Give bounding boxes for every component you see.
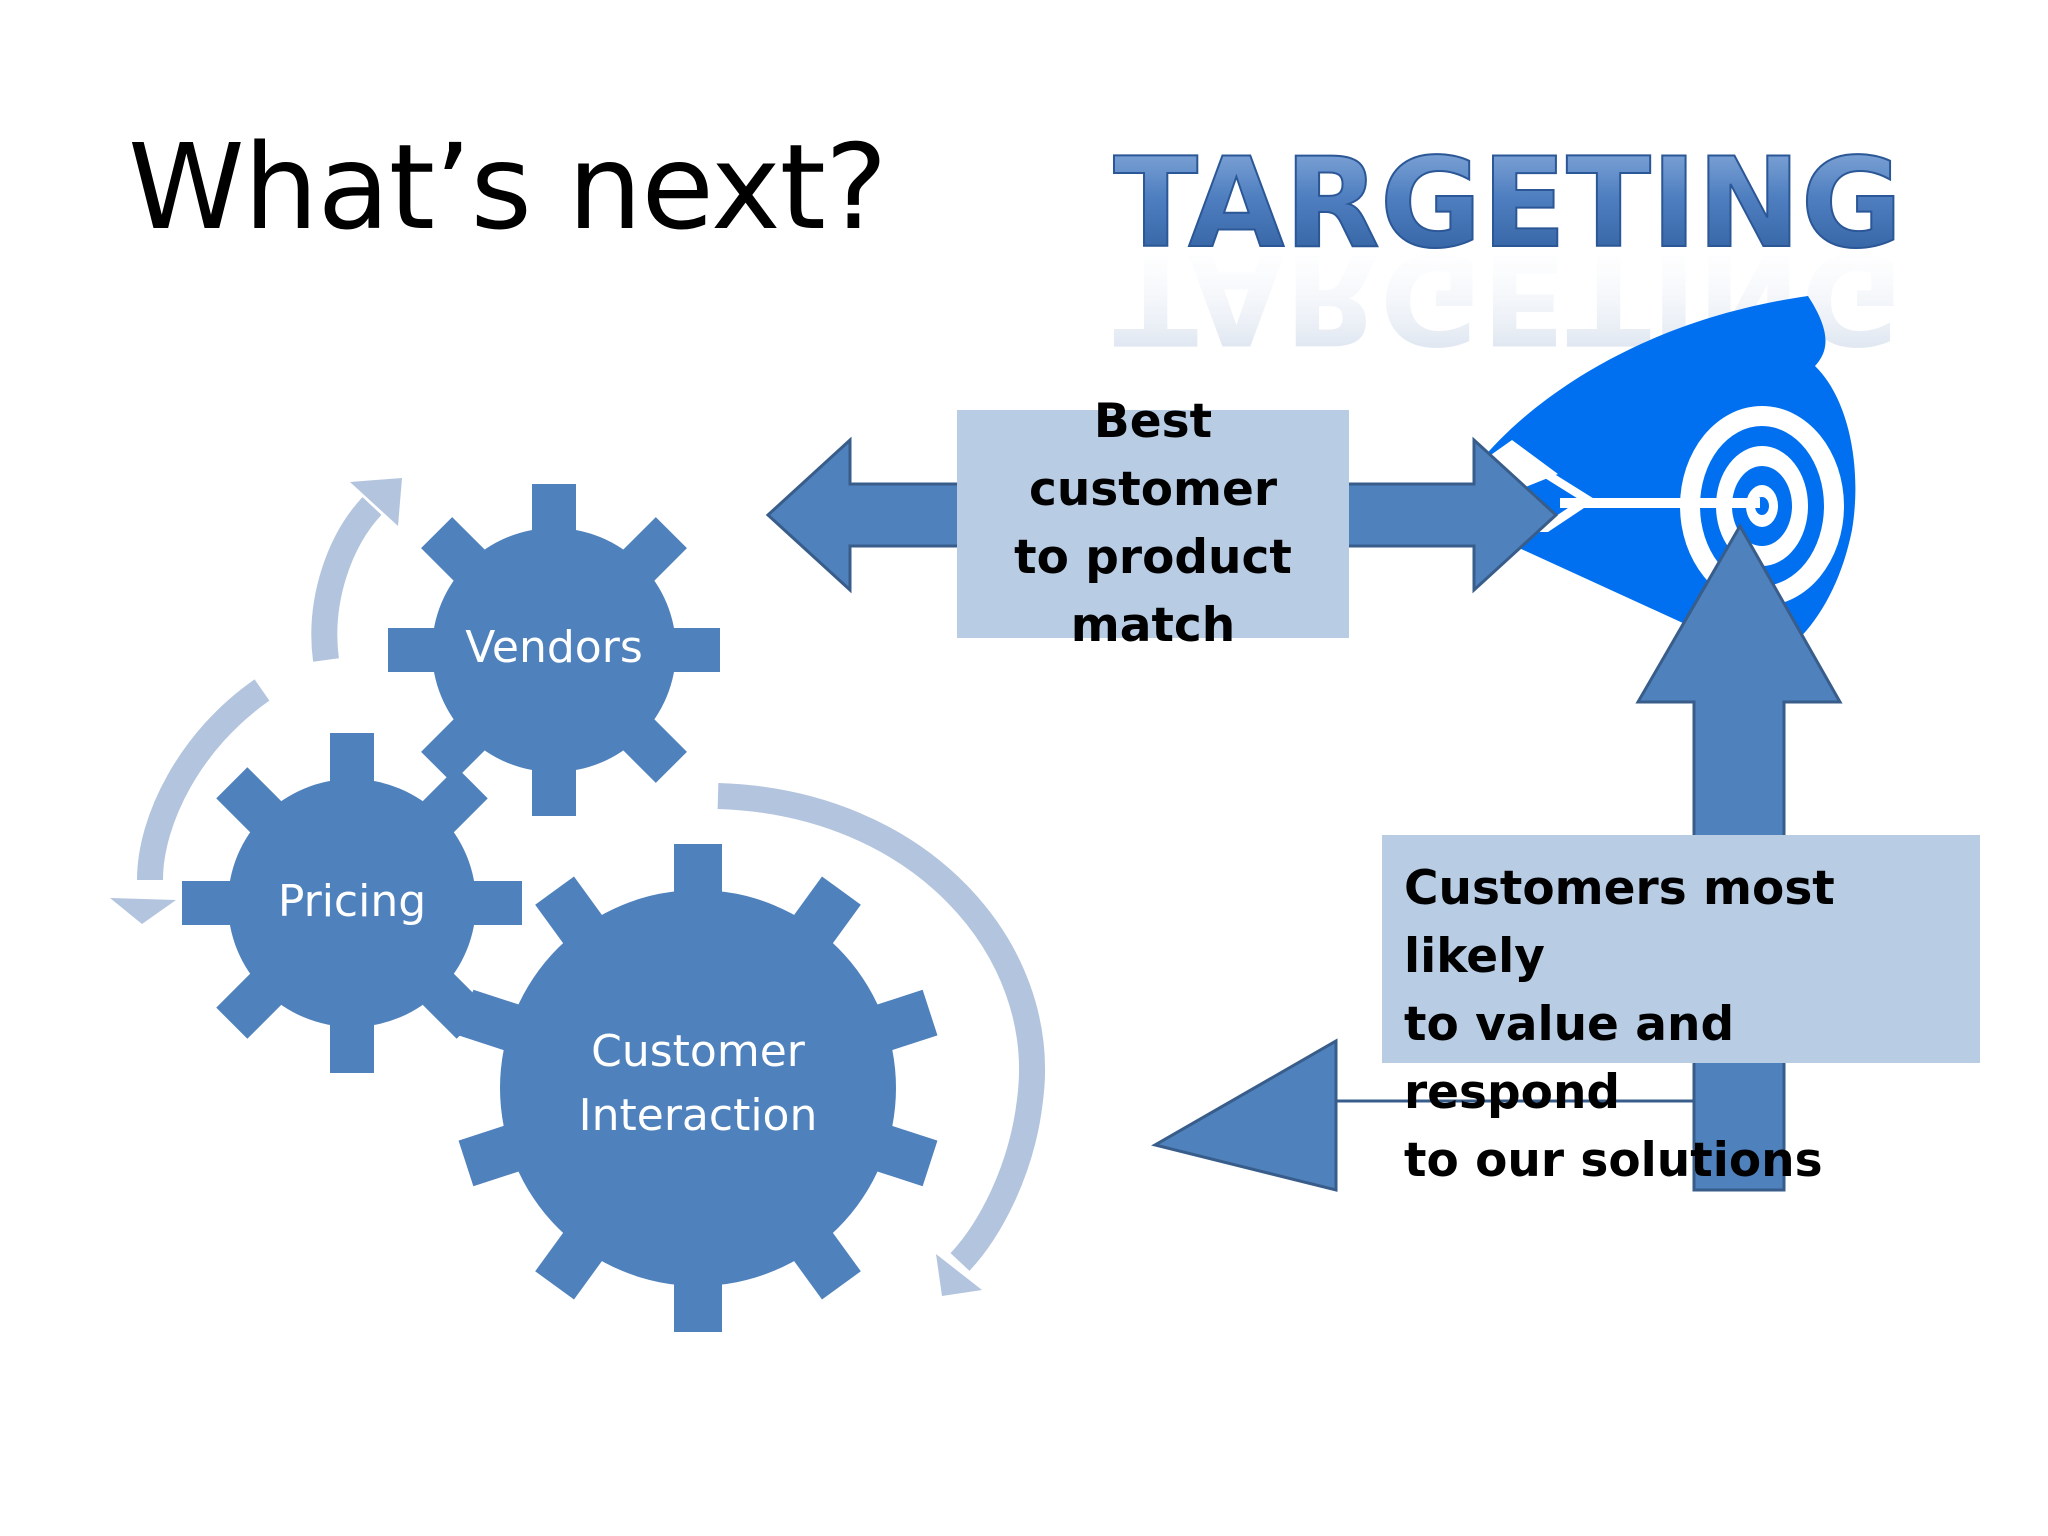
cycle-arrow-left — [137, 679, 270, 881]
gear-label-vendors: Vendors — [465, 622, 643, 673]
likely-customers-line-1: Customers most likely — [1404, 861, 1835, 984]
best-match-box: Best customer to product match — [957, 394, 1349, 653]
target-arrow-fletching — [1532, 470, 1596, 532]
best-match-line-1: Best customer — [1028, 394, 1278, 517]
gear-label-pricing: Pricing — [278, 876, 426, 927]
cycle-arrowhead-top — [350, 478, 402, 526]
cycle-arrowhead-left — [110, 898, 176, 924]
bent-arrow — [1151, 522, 1843, 1192]
cycle-arrow-top — [311, 497, 382, 662]
slide-title: What’s next? — [128, 118, 888, 256]
best-match-line-3: match — [1070, 598, 1236, 653]
targeting-logo: TARGETING TARGETING — [1112, 131, 1903, 370]
cycle-arrow-right — [717, 783, 1045, 1271]
targeting-logo-text: TARGETING — [1113, 132, 1902, 276]
likely-customers-box: Customers most likely to value and respo… — [1382, 835, 1980, 1188]
gear-customer-interaction — [458, 844, 938, 1332]
gear-pricing — [182, 733, 522, 1073]
likely-customers-line-2: to value and respond — [1404, 997, 1735, 1120]
target-arrow-shaft — [1560, 498, 1760, 508]
gear-label-interaction: Interaction — [579, 1090, 818, 1141]
gear-vendors — [388, 484, 720, 816]
cycle-arrowhead-right — [936, 1254, 982, 1296]
likely-customers-line-3: to our solutions — [1404, 1133, 1823, 1188]
cycle-arrowheads — [110, 478, 982, 1296]
best-match-line-2: to product — [1014, 530, 1292, 585]
cycle-arrows — [137, 497, 1045, 1271]
gear-label-customer: Customer — [591, 1026, 806, 1077]
